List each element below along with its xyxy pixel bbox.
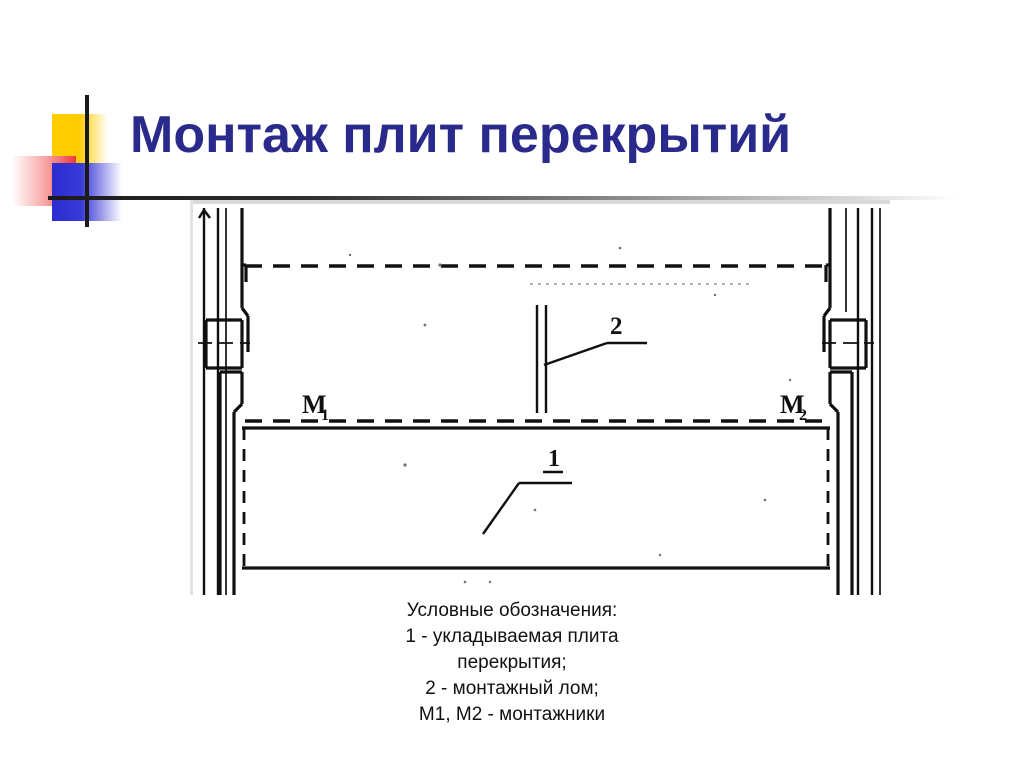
header-decoration: [0, 95, 300, 235]
drawing-label-worker-right: М: [780, 390, 805, 419]
drawing-label-worker-right-sub: 2: [799, 407, 807, 424]
drawing-label-worker-left: М: [302, 390, 327, 419]
technical-drawing: .ln { stroke:#101010; fill:none; stroke-…: [190, 200, 890, 595]
drawing-label-worker-left-sub: 1: [321, 407, 329, 424]
drawing-label-slab: 1: [548, 446, 560, 472]
drawing-label-crowbar: 2: [610, 313, 623, 340]
legend-block: Условные обозначения: 1 - укладываемая п…: [312, 598, 712, 728]
legend-item-3: М1, М2 - монтажники: [418, 704, 606, 726]
legend-item-1a: 1 - укладываемая плита: [405, 626, 619, 648]
legend-item-1b: перекрытия;: [457, 652, 567, 674]
scan-speckles: [348, 246, 792, 584]
decor-vertical-line: [85, 95, 89, 227]
legend-heading: Условные обозначения:: [406, 600, 618, 621]
drawing-svg: .ln { stroke:#101010; fill:none; stroke-…: [190, 200, 890, 595]
header-horizontal-rule: [48, 196, 960, 200]
legend-item-2: 2 - монтажный лом;: [425, 678, 599, 700]
page-title: Монтаж плит перекрытий: [130, 106, 792, 164]
